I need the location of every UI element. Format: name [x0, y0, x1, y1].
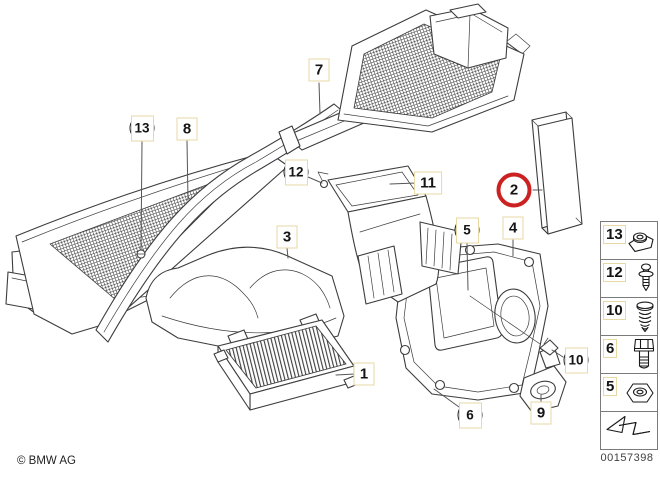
callout-8[interactable]: 8 [176, 117, 198, 141]
callout-12[interactable]: 12 [283, 159, 309, 185]
self-tapping-screw-icon [636, 301, 654, 332]
callout-4[interactable]: 4 [502, 216, 524, 240]
hardware-legend: 13 12 10 [600, 221, 658, 450]
legend-arrow-cell[interactable] [601, 412, 657, 449]
hex-nut-icon [626, 382, 654, 403]
leader-lines [140, 82, 564, 408]
callout-13[interactable]: 13 [129, 115, 155, 141]
callout-10[interactable]: 10 [563, 347, 589, 373]
callout-11[interactable]: 11 [414, 171, 442, 195]
legend-row-12[interactable]: 12 [601, 260, 657, 298]
legend-num-12: 12 [603, 263, 626, 282]
callout-6[interactable]: 6 [457, 402, 483, 428]
callout-9[interactable]: 9 [530, 401, 552, 425]
expansion-rivet-icon [638, 262, 654, 291]
legend-row-10[interactable]: 10 [601, 298, 657, 336]
copyright-notice: © BMW AG [17, 455, 76, 467]
legend-row-13[interactable]: 13 [601, 222, 657, 260]
hex-bolt-icon [633, 338, 655, 369]
callout-2-highlighted[interactable]: 2 [496, 172, 532, 208]
legend-num-13: 13 [603, 225, 626, 244]
callout-5[interactable]: 5 [454, 217, 480, 243]
document-number: 00157398 [600, 452, 654, 464]
cowl-cover-right-art [337, 3, 525, 133]
legend-num-10: 10 [603, 301, 626, 320]
legend-num-5: 5 [603, 377, 618, 396]
clip-nut-icon [628, 231, 654, 252]
continue-arrow-icon [606, 415, 651, 435]
legend-row-5[interactable]: 5 [601, 374, 657, 412]
air-duct-art [317, 165, 463, 305]
mounting-plate-art [395, 243, 549, 401]
fastener-screw-art [136, 249, 146, 259]
callout-7[interactable]: 7 [308, 58, 330, 82]
filter-element-art [531, 111, 583, 235]
legend-num-6: 6 [603, 339, 618, 358]
callout-1[interactable]: 1 [353, 362, 375, 386]
callout-3[interactable]: 3 [276, 225, 298, 249]
legend-row-6[interactable]: 6 [601, 336, 657, 374]
bracket-art [519, 337, 567, 413]
